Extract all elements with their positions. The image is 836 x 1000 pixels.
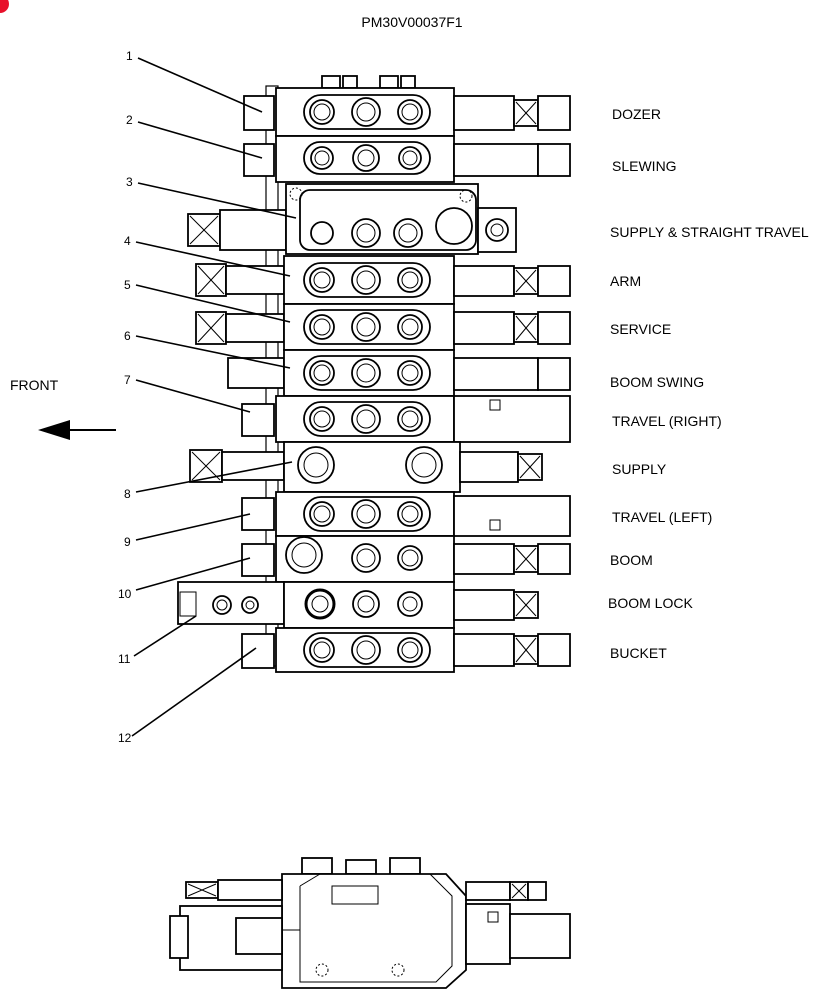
callout-number: 3: [126, 175, 133, 189]
callout-number: 10: [118, 587, 132, 601]
callout-number: 2: [126, 113, 133, 127]
valve-side-view: [169, 857, 571, 989]
callout-number: 6: [124, 329, 131, 343]
section-service: [195, 303, 571, 351]
valve-stack: [177, 75, 571, 673]
section-boom-swing: [227, 349, 571, 397]
section-label: BOOM: [610, 552, 653, 568]
section-label: BUCKET: [610, 645, 667, 661]
section-label: SUPPLY & STRAIGHT TRAVEL: [610, 224, 809, 240]
front-label: FRONT: [10, 377, 59, 393]
callout-number: 8: [124, 487, 131, 501]
section-travel-right: [241, 395, 571, 443]
callout-numbers: 1 2 3 4 5 6 7 8 9 10 11 12: [118, 49, 133, 745]
section-bucket: [241, 627, 571, 673]
section-dozer: [243, 87, 571, 137]
callout-number: 12: [118, 731, 132, 745]
callout-number: 5: [124, 278, 131, 292]
section-label: DOZER: [612, 106, 661, 122]
leader-lines: [131, 57, 297, 737]
section-supply: [189, 441, 543, 493]
callout-number: 7: [124, 373, 131, 387]
section-label: ARM: [610, 273, 641, 289]
section-label: BOOM SWING: [610, 374, 704, 390]
drawing-number: PM30V00037F1: [361, 14, 462, 30]
front-arrow-icon: [38, 420, 116, 440]
corner-mark: [0, 0, 9, 13]
section-supply-straight-travel: [187, 183, 517, 255]
section-label: TRAVEL (RIGHT): [612, 413, 722, 429]
section-label: SUPPLY: [612, 461, 667, 477]
callout-number: 4: [124, 234, 131, 248]
section-label: TRAVEL (LEFT): [612, 509, 712, 525]
section-label: SLEWING: [612, 158, 677, 174]
callout-number: 11: [118, 652, 131, 666]
section-boom-lock: [177, 581, 539, 629]
section-label: SERVICE: [610, 321, 671, 337]
section-labels: DOZER SLEWING SUPPLY & STRAIGHT TRAVEL A…: [608, 106, 809, 661]
section-boom: [241, 535, 571, 583]
callout-number: 9: [124, 535, 131, 549]
section-label: BOOM LOCK: [608, 595, 693, 611]
section-slewing: [243, 135, 571, 183]
section-arm: [195, 255, 571, 305]
callout-number: 1: [126, 49, 133, 63]
section-travel-left: [241, 491, 571, 537]
